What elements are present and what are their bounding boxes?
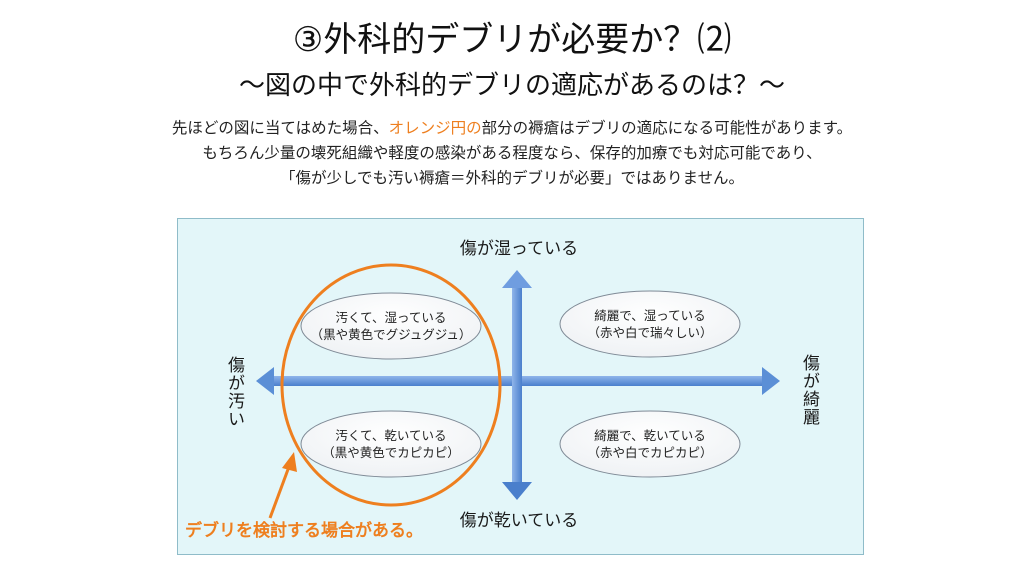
- body-line-3: 「傷が少しでも汚い褥瘡＝外科的デブリが必要」ではありません。: [279, 169, 745, 187]
- body-line-1-accent: オレンジ円の: [388, 119, 482, 137]
- orange-highlight-circle: [280, 263, 502, 507]
- callout-arrow: [268, 452, 297, 519]
- quadrant-label-bottom-right: 綺麗で、乾いている （赤や白でカピカピ）: [560, 427, 740, 461]
- vertical-axis-arrow: [502, 270, 532, 500]
- quadrant-bottom-left-line1: 汚くて、乾いている: [335, 428, 447, 443]
- oval-top-left: [300, 292, 482, 360]
- axis-label-wet: 傷が湿っている: [459, 239, 579, 259]
- body-line-1-pre: 先ほどの図に当てはめた場合、: [171, 119, 389, 137]
- quadrant-top-right-line1: 綺麗で、湿っている: [594, 308, 706, 323]
- axis-label-dry: 傷が乾いている: [459, 511, 579, 531]
- page-title: ③外科的デブリが必要か？⑵: [292, 20, 732, 60]
- debridement-callout: デブリを検討する場合がある。: [185, 521, 423, 541]
- quadrant-label-top-right: 綺麗で、湿っている （赤や白で瑞々しい）: [560, 307, 740, 341]
- quadrant-bottom-left-line2: （黒や黄色でカピカピ）: [322, 445, 460, 460]
- quadrant-label-bottom-left: 汚くて、乾いている （黒や黄色でカピカピ）: [301, 427, 481, 461]
- body-line-2: もちろん少量の壊死組織や軽度の感染がある程度なら、保存的加療でも対応可能であり、: [202, 144, 822, 162]
- body-line-1-post: 部分の褥瘡はデブリの適応になる可能性があります。: [481, 119, 853, 137]
- quadrant-bottom-right-line1: 綺麗で、乾いている: [594, 428, 706, 443]
- quadrant-bottom-right-line2: （赤や白でカピカピ）: [587, 445, 713, 460]
- oval-bottom-left: [300, 410, 482, 478]
- quadrant-top-left-line2: （黒や黄色でグジュグジュ）: [310, 327, 472, 342]
- quadrant-label-top-left: 汚くて、湿っている （黒や黄色でグジュグジュ）: [301, 309, 481, 343]
- oval-top-right: [559, 290, 741, 358]
- body-text: 先ほどの図に当てはめた場合、オレンジ円の部分の褥瘡はデブリの適応になる可能性があ…: [0, 116, 1024, 191]
- oval-bottom-right: [559, 410, 741, 478]
- page-subtitle: ～図の中で外科的デブリの適応があるのは？～: [238, 71, 785, 101]
- quadrant-top-left-line1: 汚くて、湿っている: [335, 310, 447, 325]
- quadrant-top-right-line2: （赤や白で瑞々しい）: [587, 325, 713, 340]
- axis-label-clean: 傷が綺麗: [799, 354, 819, 426]
- axis-label-dirty: 傷が汚い: [224, 356, 244, 428]
- body-line-1: 先ほどの図に当てはめた場合、オレンジ円の部分の褥瘡はデブリの適応になる可能性があ…: [0, 116, 1024, 141]
